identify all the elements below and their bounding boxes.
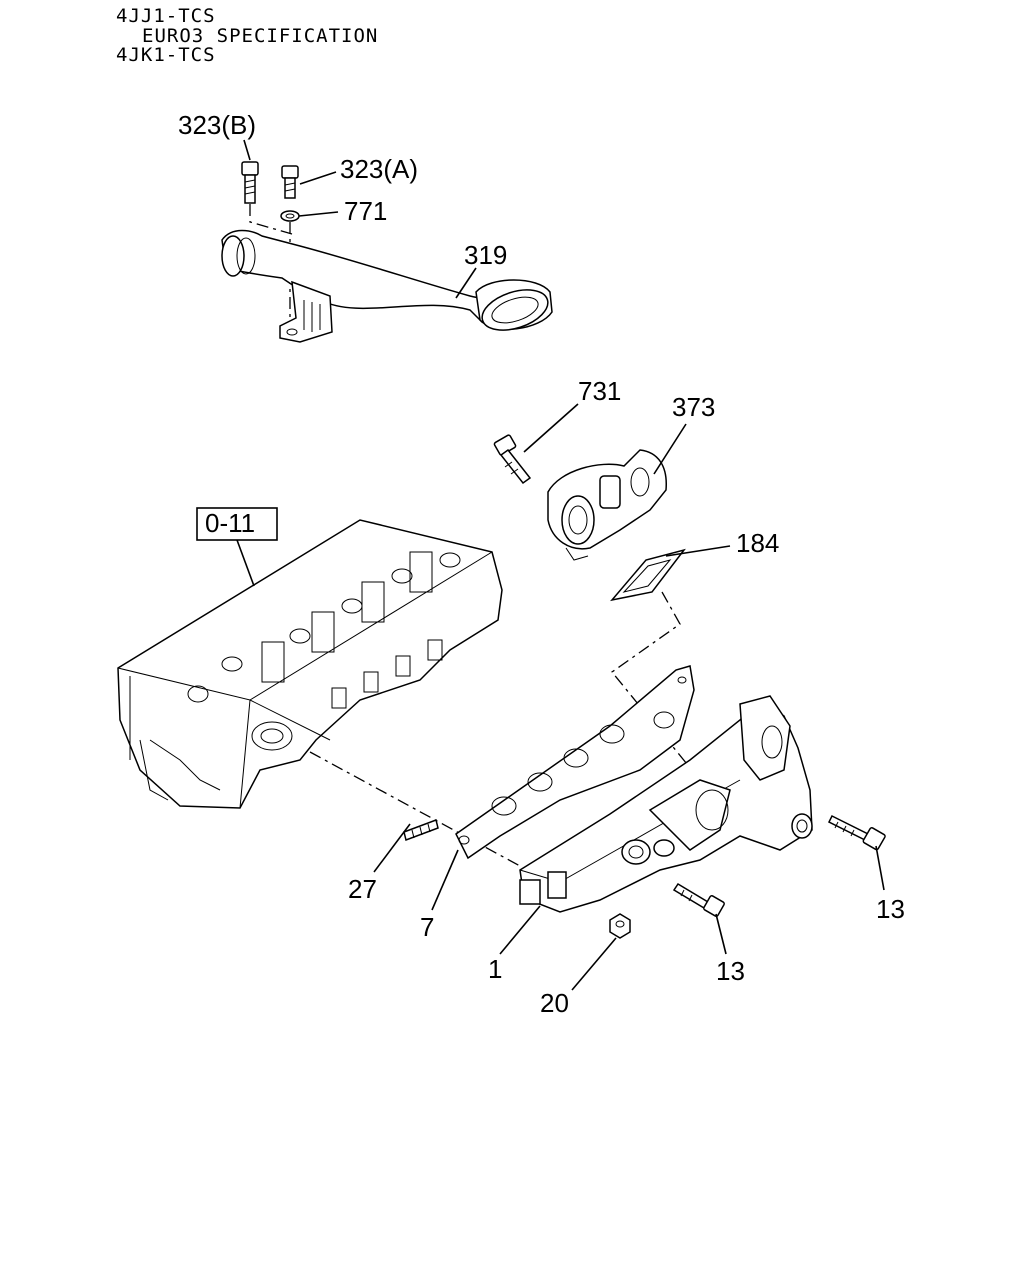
callout-20: 20 (540, 988, 569, 1018)
reference-box-0-11 (196, 507, 278, 541)
manifold-gasket-7 (455, 665, 695, 860)
gasket-184 (610, 548, 686, 602)
callout-7: 7 (420, 912, 434, 942)
callout-1: 1 (488, 954, 502, 984)
bolt-13-lower (672, 882, 725, 917)
callout-373: 373 (672, 392, 715, 422)
callout-319: 319 (464, 240, 507, 270)
callout-0-11: 0-11 (205, 508, 255, 538)
bolt-323b (241, 161, 259, 204)
callout-731: 731 (578, 376, 621, 406)
callout-323a: 323(A) (340, 154, 418, 184)
model-line-2: EURO3 SPECIFICATION (142, 25, 379, 47)
model-line-3: 4JK1-TCS (116, 44, 216, 66)
cylinder-head-0-11 (117, 519, 503, 809)
bolt-13-right (827, 814, 886, 851)
callout-13-lower: 13 (716, 956, 745, 986)
stud-27 (403, 819, 439, 841)
callout-13-right: 13 (876, 894, 905, 924)
callout-27: 27 (348, 874, 377, 904)
intake-pipe-319 (221, 229, 553, 343)
washer-771 (280, 210, 300, 222)
callout-771: 771 (344, 196, 387, 226)
intake-manifold-1 (519, 695, 813, 913)
callout-184: 184 (736, 528, 779, 558)
bolt-323a (281, 165, 299, 199)
model-line-1: 4JJ1-TCS (116, 5, 216, 27)
throttle-body-373 (547, 449, 667, 561)
nut-20 (609, 913, 631, 939)
callout-323b: 323(B) (178, 110, 256, 140)
bolt-731 (493, 434, 532, 485)
